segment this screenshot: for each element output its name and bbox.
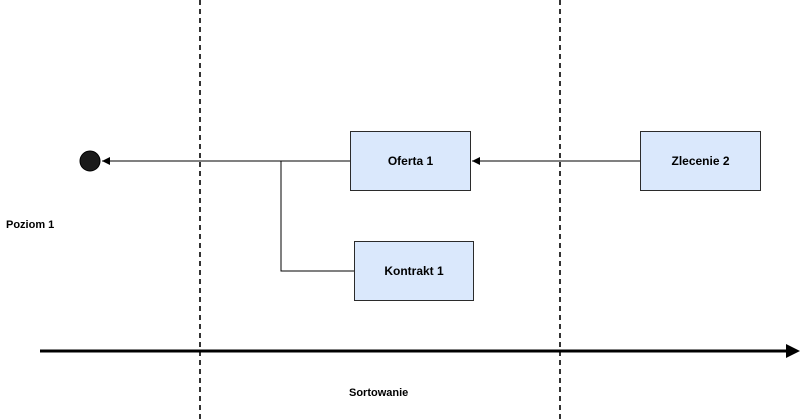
axis-label: Sortowanie (349, 387, 409, 399)
node-zlecenie[interactable]: Zlecenie 2 (640, 131, 761, 191)
sort-axis-arrowhead (786, 344, 800, 358)
node-kontrakt-label: Kontrakt 1 (384, 264, 444, 278)
terminal-dot[interactable] (79, 150, 101, 172)
level-label: Poziom 1 (6, 219, 55, 231)
connector-kontrakt-to-line[interactable] (280, 161, 354, 272)
node-kontrakt[interactable]: Kontrakt 1 (354, 241, 474, 301)
node-zlecenie-label: Zlecenie 2 (671, 154, 730, 168)
node-oferta[interactable]: Oferta 1 (350, 131, 471, 191)
node-oferta-label: Oferta 1 (387, 154, 434, 168)
